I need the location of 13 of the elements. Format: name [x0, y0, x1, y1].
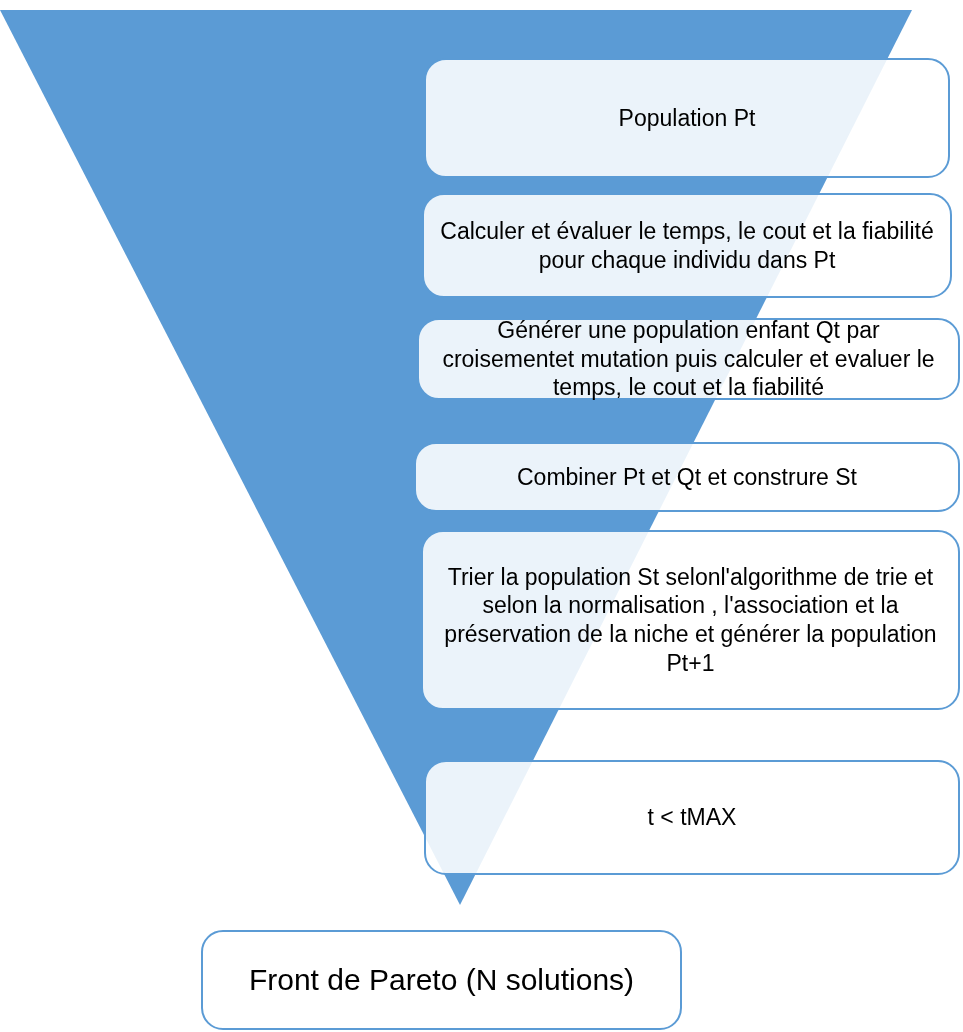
step-text: Trier la population St selonl'algorithme de trie et selon la normalisation , l'association et la préservation de la niche et générer la population Pt+1	[443, 562, 938, 678]
result-box	[201, 930, 682, 1030]
step-text: Générer une population enfant Qt par croisementet mutation puis calculer et evaluer le temps, le cout et la fiabilité	[441, 315, 936, 403]
step-text: Calculer et évaluer le temps, le cout et la fiabilité pour chaque individu dans Pt	[439, 216, 935, 275]
step-box	[422, 193, 952, 298]
step-box	[424, 58, 950, 178]
step-box	[424, 760, 960, 875]
step-box	[414, 442, 960, 512]
step-text: t < tMAX	[647, 803, 737, 832]
step-text: Combiner Pt et Qt et construre St	[517, 462, 857, 492]
step-text: Front de Pareto (N solutions)	[248, 962, 635, 999]
step-box	[421, 530, 960, 710]
step-text: Population Pt	[618, 103, 756, 133]
